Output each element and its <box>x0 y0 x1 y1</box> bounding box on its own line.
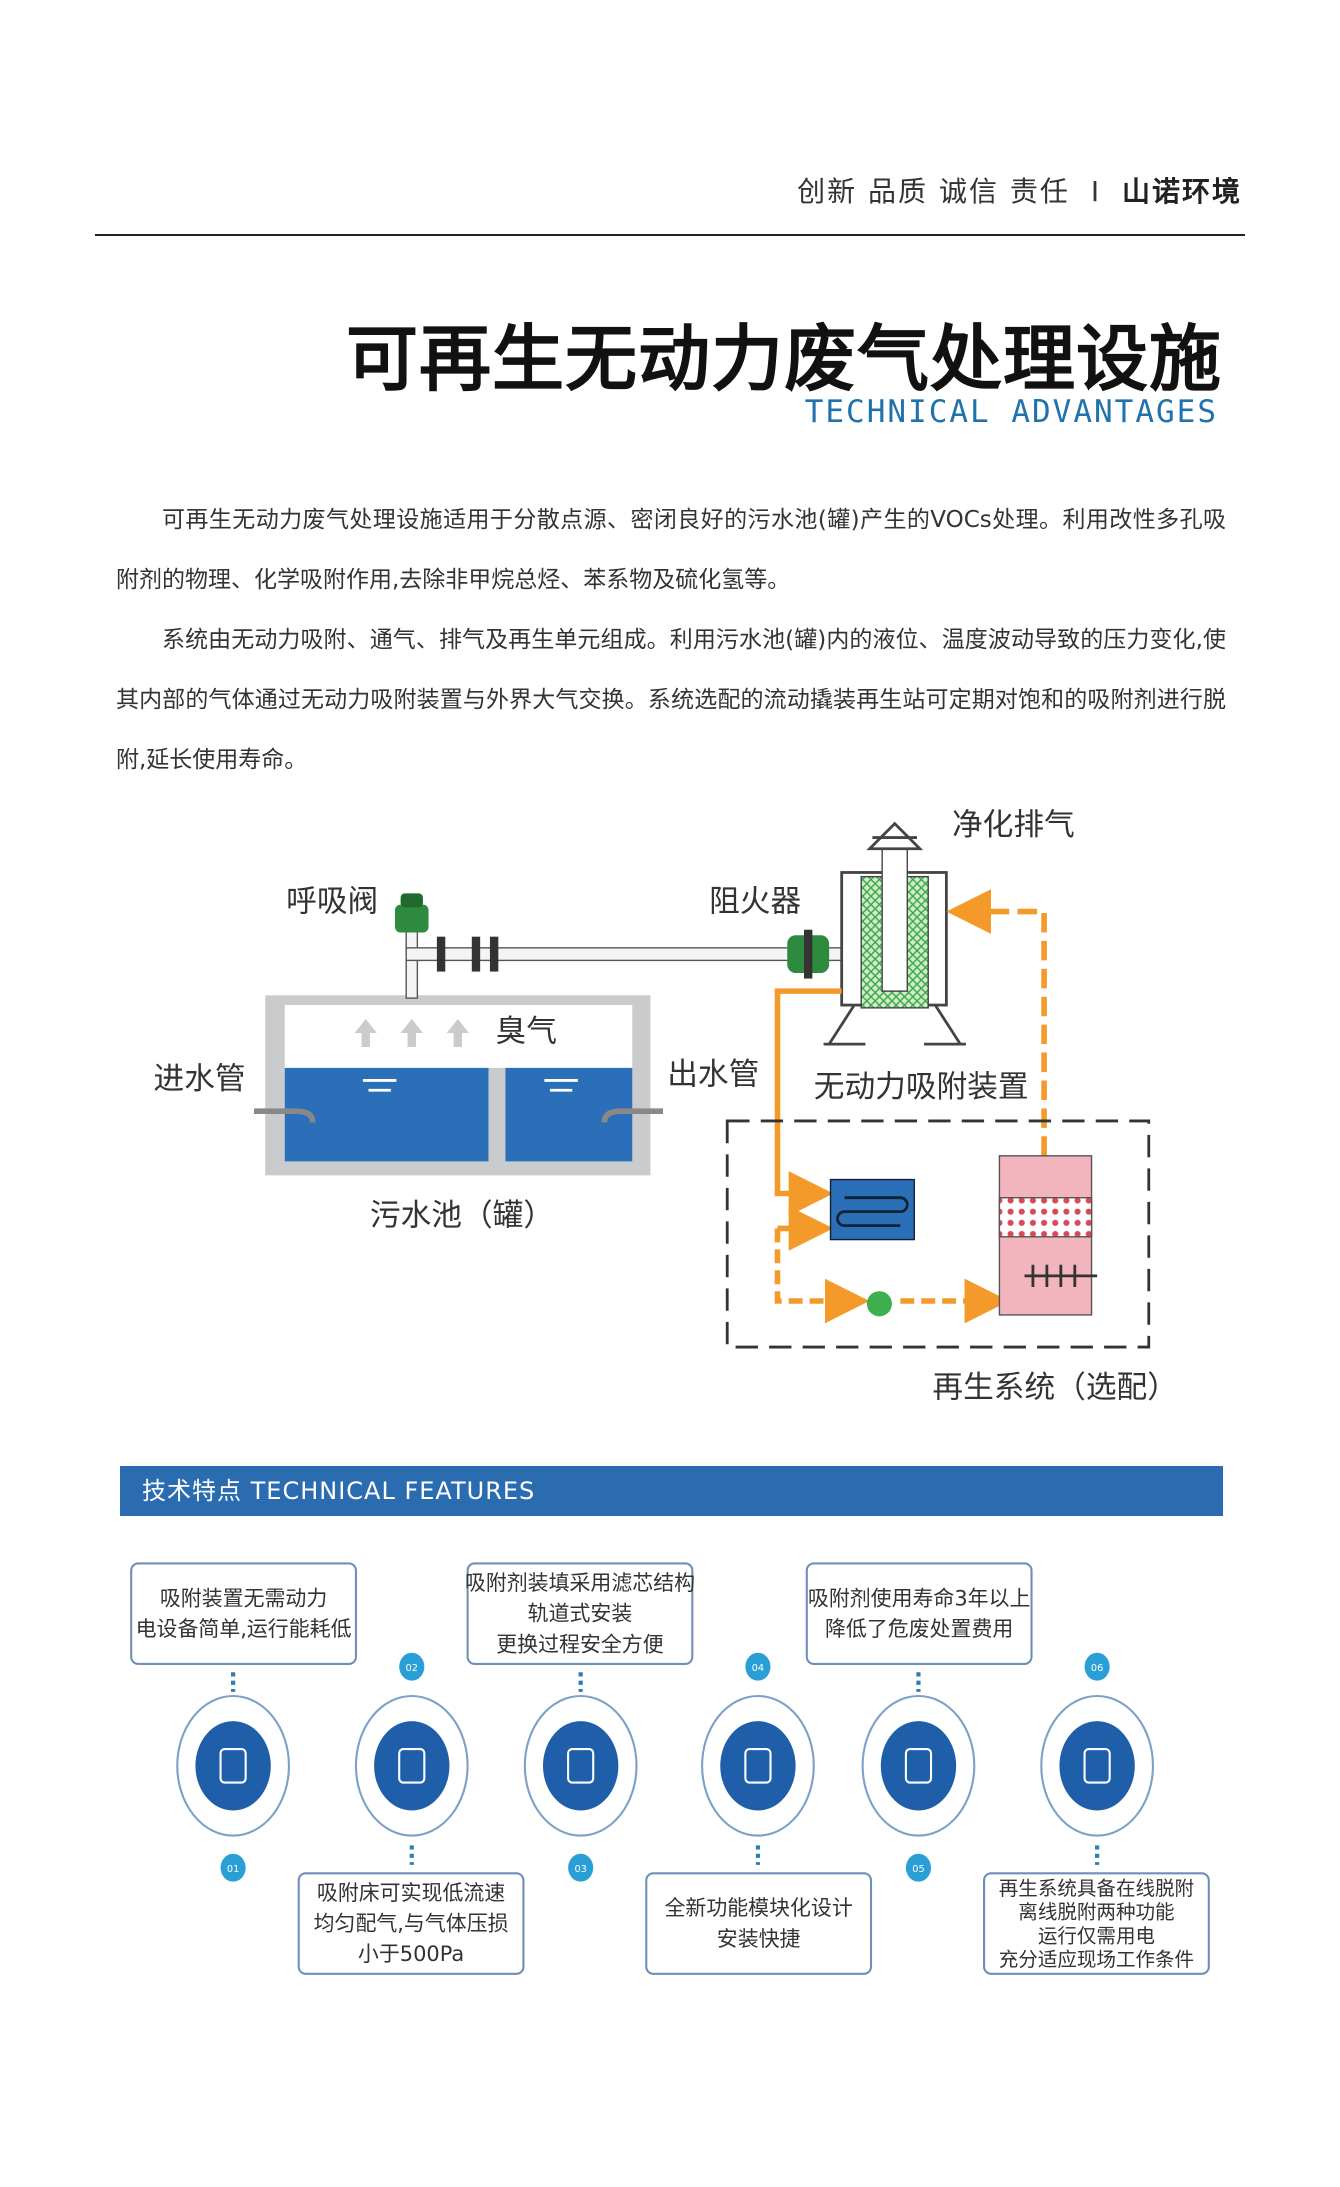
feature-text: 轨道式安装 <box>528 1602 633 1626</box>
breathing-valve-icon <box>395 904 429 933</box>
feature-card <box>297 1872 525 1975</box>
paragraph: 可再生无动力废气处理设施适用于分散点源、密闭良好的污水池(罐)产生的VOCs处理… <box>116 507 1226 593</box>
feature-number-badge <box>905 1853 932 1882</box>
feature-icon <box>880 1721 957 1811</box>
label-odor: 臭气 <box>496 1014 557 1049</box>
slogan-quality: 品质 <box>868 175 929 208</box>
feature-number: 02 <box>406 1663 418 1674</box>
feature-text: 吸附装置无需动力 <box>160 1586 327 1610</box>
label-regen-system: 再生系统（选配） <box>932 1370 1178 1405</box>
feature-card <box>130 1562 357 1665</box>
feature-number-badge <box>745 1652 771 1681</box>
separator: I <box>1090 175 1102 208</box>
feature-card <box>983 1872 1210 1975</box>
feature-text: 吸附床可实现低流速 <box>317 1881 505 1905</box>
feature-text: 更换过程安全方便 <box>496 1632 663 1656</box>
feature-glyph-icon <box>219 1748 247 1784</box>
feature-number-badge <box>220 1853 246 1882</box>
feature-text: 吸附剂使用寿命3年以上 <box>808 1586 1031 1610</box>
heat-exchanger-icon <box>829 1178 915 1241</box>
feature-number: 04 <box>752 1663 764 1674</box>
fan-icon <box>866 1291 892 1317</box>
feature-number: 06 <box>1091 1663 1103 1674</box>
feature-text: 均匀配气,与气体压损 <box>314 1912 509 1936</box>
header-slogan: 创新 品质 诚信 责任 I 山诺环境 <box>797 170 1242 210</box>
feature-glyph-icon <box>567 1748 595 1784</box>
paragraph: 系统由无动力吸附、通气、排气及再生单元组成。利用污水池(罐)内的液位、温度波动导… <box>116 627 1226 773</box>
feature-number: 03 <box>574 1864 586 1875</box>
feature-text: 吸附剂装填采用滤芯结构 <box>465 1571 695 1595</box>
label-flame-arrester: 阻火器 <box>709 885 801 920</box>
feature-icon <box>542 1721 619 1811</box>
odor-arrows-icon <box>354 1019 469 1047</box>
feature-glyph-icon <box>744 1748 772 1784</box>
feature-number-badge <box>1084 1652 1110 1681</box>
feature-icon <box>720 1721 796 1811</box>
slogan-innovation: 创新 <box>797 175 858 208</box>
feature-card <box>805 1562 1033 1665</box>
label-purified-exhaust: 净化排气 <box>952 808 1075 843</box>
intro-text: 可再生无动力废气处理设施适用于分散点源、密闭良好的污水池(罐)产生的VOCs处理… <box>116 490 1226 790</box>
regen-system-boundary <box>725 1119 1151 1349</box>
page-title: 可再生无动力废气处理设施 <box>345 317 1222 401</box>
feature-text: 安装快捷 <box>717 1927 801 1951</box>
sewage-tank <box>254 995 664 1176</box>
feature-card <box>645 1872 873 1975</box>
regen-tower-icon <box>998 1155 1098 1316</box>
feature-text: 电设备简单,运行能耗低 <box>136 1617 352 1641</box>
feature-glyph-icon <box>1083 1748 1111 1784</box>
label-breathing-valve: 呼吸阀 <box>286 885 378 920</box>
slogan-integrity: 诚信 <box>938 175 999 208</box>
feature-number: 05 <box>912 1864 924 1875</box>
label-inlet-pipe: 进水管 <box>154 1062 246 1097</box>
pipeline <box>395 893 843 999</box>
label-outlet-pipe: 出水管 <box>667 1058 759 1093</box>
feature-icon <box>195 1721 271 1811</box>
feature-icon <box>374 1721 450 1811</box>
feature-text: 运行仅需用电 <box>1038 1924 1155 1947</box>
feature-number: 01 <box>227 1864 239 1875</box>
feature-icon <box>1059 1721 1135 1811</box>
feature-glyph-icon <box>398 1748 426 1784</box>
header-divider <box>95 234 1245 236</box>
feature-glyph-icon <box>904 1748 933 1784</box>
brand-name: 山诺环境 <box>1121 175 1242 208</box>
feature-text: 再生系统具备在线脱附 <box>999 1877 1194 1900</box>
feature-number-badge <box>399 1652 425 1681</box>
feature-text: 全新功能模块化设计 <box>664 1896 852 1920</box>
features-heading: 技术特点 TECHNICAL FEATURES <box>120 1466 1223 1516</box>
regen-flow-lines <box>774 889 1047 1324</box>
feature-card <box>466 1562 694 1665</box>
label-adsorber: 无动力吸附装置 <box>814 1070 1029 1105</box>
label-tank: 污水池（罐） <box>370 1199 554 1234</box>
adsorber-unit <box>823 821 966 1046</box>
feature-text: 小于500Pa <box>358 1942 464 1966</box>
feature-text: 离线脱附两种功能 <box>1018 1901 1174 1924</box>
slogan-responsibility: 责任 <box>1009 175 1070 208</box>
feature-number-badge <box>568 1853 594 1882</box>
feature-text: 降低了危废处置费用 <box>825 1617 1013 1641</box>
feature-text: 充分适应现场工作条件 <box>999 1948 1194 1971</box>
page-subtitle: TECHNICAL ADVANTAGES <box>804 394 1218 430</box>
